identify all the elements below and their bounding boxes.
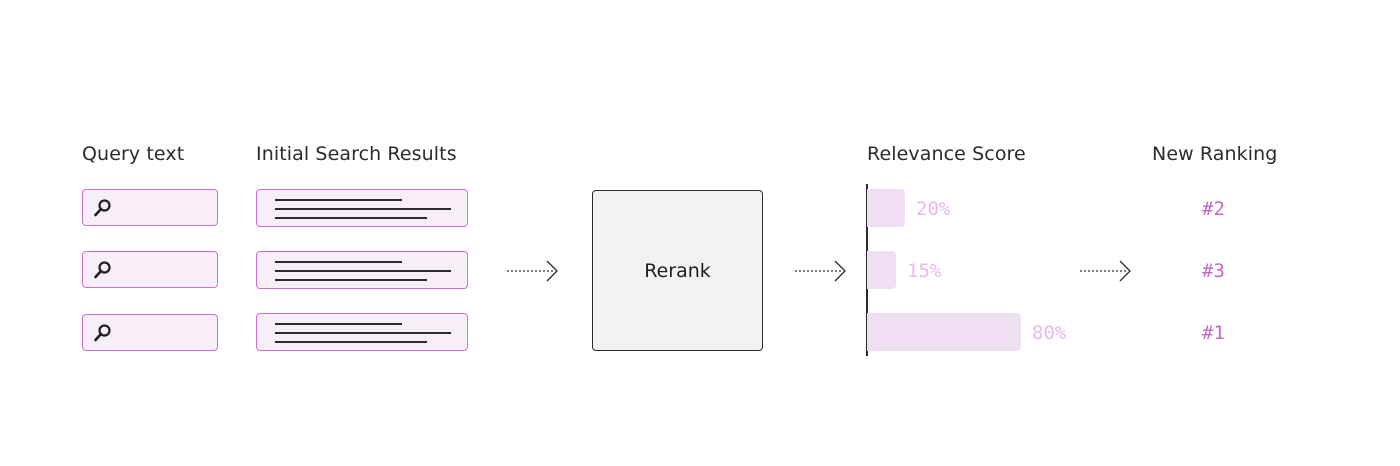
relevance-percent-label: 15%: [907, 260, 942, 282]
initial-search-results-heading: Initial Search Results: [256, 143, 457, 165]
dotted-arrow-icon: [1080, 260, 1131, 282]
relevance-bar: [867, 189, 905, 227]
rerank-label: Rerank: [644, 259, 711, 282]
search-icon: [94, 199, 111, 217]
text-line: [275, 208, 451, 210]
rank-label: #2: [1202, 198, 1225, 220]
text-line: [275, 332, 451, 334]
query-box: [82, 189, 218, 226]
text-line: [275, 270, 451, 272]
search-result-box: [256, 313, 468, 351]
text-line: [275, 323, 402, 325]
search-result-box: [256, 189, 468, 227]
text-line: [275, 199, 402, 201]
text-line: [275, 279, 427, 281]
relevance-percent-label: 80%: [1032, 322, 1067, 344]
new-ranking-heading: New Ranking: [1152, 143, 1278, 165]
score-axis: [866, 184, 868, 356]
relevance-bar: [867, 251, 896, 289]
relevance-bar: [867, 313, 1021, 351]
search-icon: [94, 261, 111, 279]
text-line: [275, 341, 427, 343]
text-line: [275, 261, 402, 263]
dotted-arrow-icon: [795, 260, 846, 282]
search-icon: [94, 324, 111, 342]
query-box: [82, 251, 218, 288]
relevance-percent-label: 20%: [916, 198, 951, 220]
rank-label: #1: [1202, 322, 1225, 344]
rerank-box: Rerank: [592, 190, 763, 351]
text-line: [275, 217, 427, 219]
relevance-score-heading: Relevance Score: [867, 143, 1026, 165]
dotted-arrow-icon: [507, 260, 558, 282]
search-result-box: [256, 251, 468, 289]
query-box: [82, 314, 218, 351]
rank-label: #3: [1202, 260, 1225, 282]
query-text-heading: Query text: [82, 143, 185, 165]
